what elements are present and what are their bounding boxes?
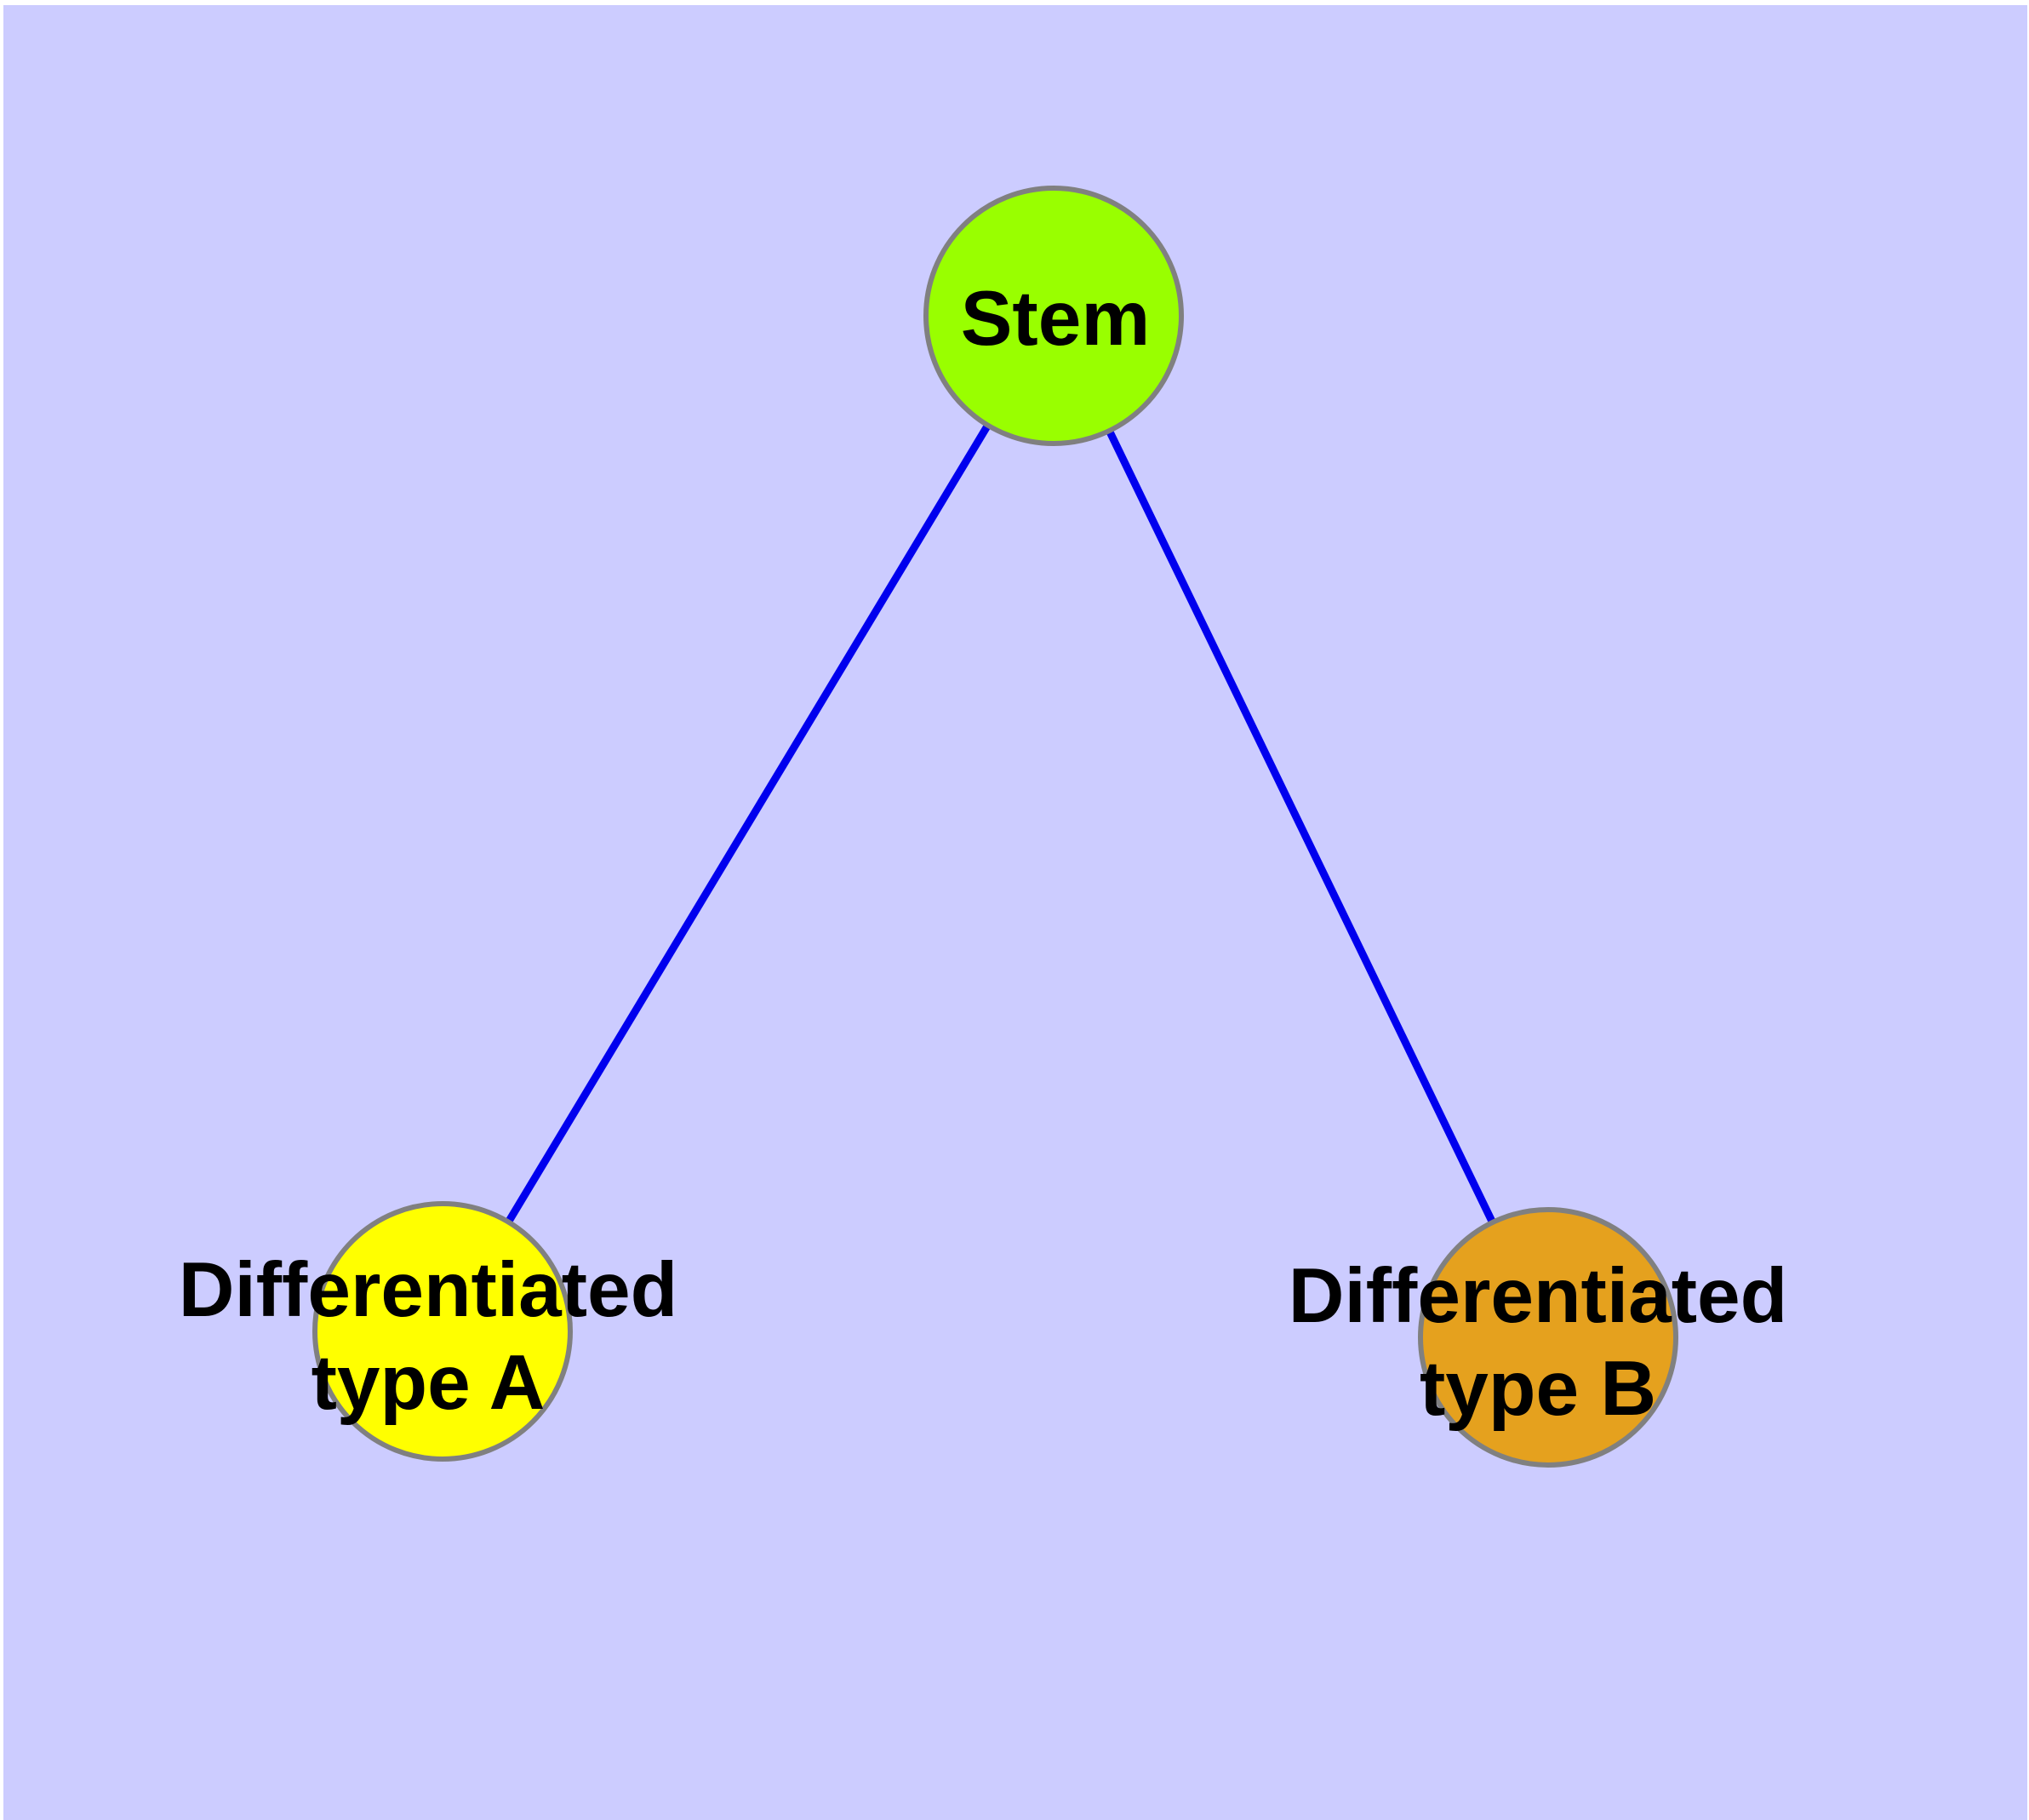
node-stem-circle xyxy=(923,186,1184,446)
node-stem: Stem xyxy=(923,186,1184,446)
edge-group xyxy=(439,313,1552,1339)
edge-stem-to-type-a xyxy=(439,313,1057,1334)
node-type-b-circle xyxy=(1418,1207,1678,1468)
node-type-a-label-line1: Differentiated xyxy=(179,1247,678,1333)
node-differentiated-type-a: Differentiated type A xyxy=(179,1201,678,1462)
node-type-a-circle xyxy=(312,1201,573,1462)
node-stem-label: Stem xyxy=(961,276,1151,362)
node-differentiated-type-b: Differentiated type B xyxy=(1289,1207,1788,1468)
node-type-b-label-line1: Differentiated xyxy=(1289,1253,1788,1339)
node-type-b-label-line2: type B xyxy=(1420,1346,1656,1432)
node-type-a-label-line2: type A xyxy=(311,1340,546,1426)
edge-stem-to-type-b xyxy=(1049,314,1552,1339)
